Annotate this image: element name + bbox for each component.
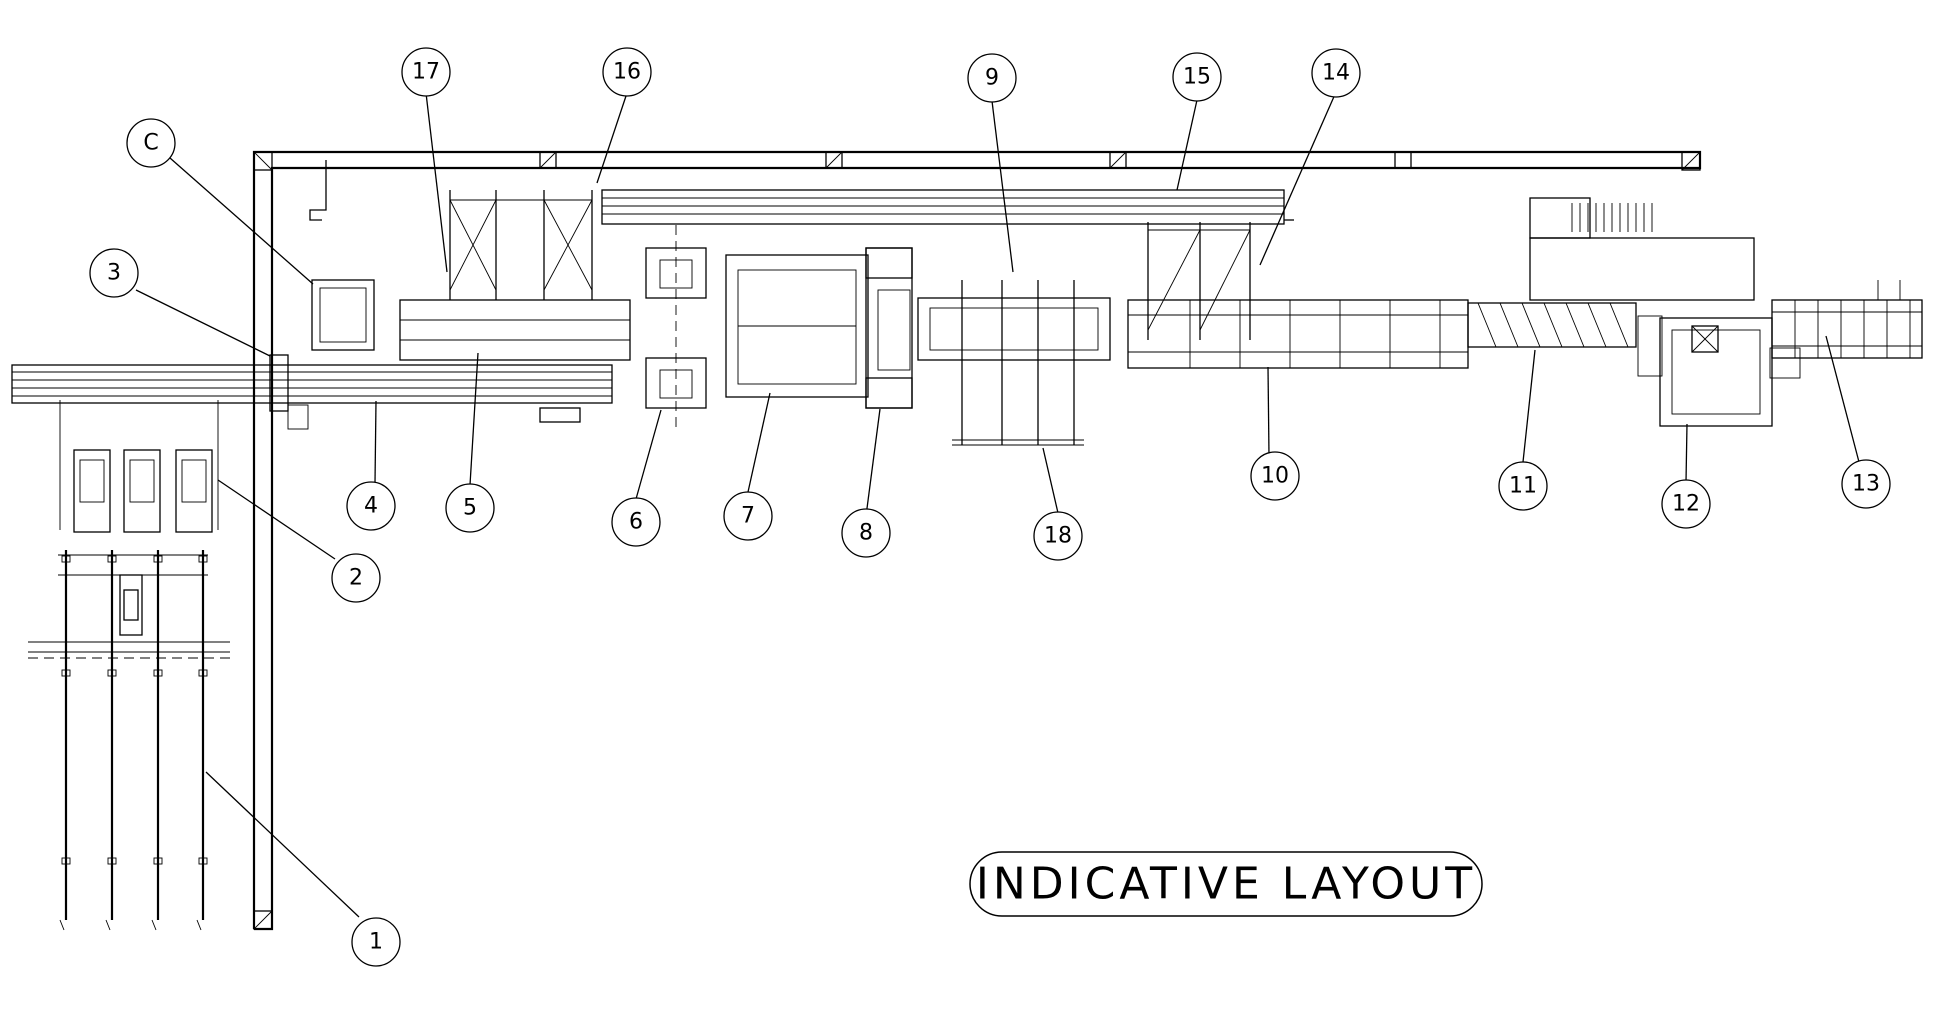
overhead-beam bbox=[601, 189, 1294, 225]
callout-11: 11 bbox=[1498, 461, 1548, 511]
callout-16: 16 bbox=[602, 47, 652, 97]
main-press bbox=[725, 247, 913, 409]
infeed-conveyor bbox=[11, 354, 613, 430]
callout-4-label: 4 bbox=[364, 494, 378, 519]
callout-leaders bbox=[135, 91, 1860, 918]
callout-2: 2 bbox=[331, 553, 381, 603]
callout-13: 13 bbox=[1841, 459, 1891, 509]
callout-6: 6 bbox=[611, 497, 661, 547]
callout-10: 10 bbox=[1250, 451, 1300, 501]
callout-3: 3 bbox=[89, 248, 139, 298]
callout-c-label: C bbox=[143, 131, 158, 156]
callout-16-label: 16 bbox=[613, 60, 641, 85]
callout-c: C bbox=[126, 118, 176, 168]
callout-8-label: 8 bbox=[859, 521, 873, 546]
callout-6-label: 6 bbox=[629, 510, 643, 535]
layout-title: INDICATIVE LAYOUT bbox=[976, 859, 1476, 910]
callout-4: 4 bbox=[346, 481, 396, 531]
callout-12-label: 12 bbox=[1672, 492, 1700, 517]
loader-station bbox=[311, 190, 631, 361]
callout-5-label: 5 bbox=[463, 496, 477, 521]
control-cabinet bbox=[1529, 197, 1755, 301]
callout-7: 7 bbox=[723, 491, 773, 541]
callout-17: 17 bbox=[401, 47, 451, 97]
callout-14: 14 bbox=[1311, 48, 1361, 98]
callout-1: 1 bbox=[351, 917, 401, 967]
callout-15: 15 bbox=[1172, 52, 1222, 102]
callout-18: 18 bbox=[1033, 511, 1083, 561]
outfeed-conveyor bbox=[1771, 280, 1923, 359]
gantry-frame bbox=[252, 150, 1702, 931]
callout-10-label: 10 bbox=[1261, 464, 1289, 489]
callout-5: 5 bbox=[445, 483, 495, 533]
callout-2-label: 2 bbox=[349, 566, 363, 591]
callout-17-label: 17 bbox=[412, 60, 440, 85]
callout-7-label: 7 bbox=[741, 504, 755, 529]
separator-unit bbox=[645, 225, 707, 430]
roller-conveyor bbox=[1467, 302, 1637, 348]
callout-18-label: 18 bbox=[1044, 524, 1072, 549]
cutting-station bbox=[1637, 315, 1801, 427]
callout-12: 12 bbox=[1661, 479, 1711, 529]
forming-head bbox=[917, 280, 1111, 446]
callout-9: 9 bbox=[967, 53, 1017, 103]
callout-8: 8 bbox=[841, 508, 891, 558]
callout-13-label: 13 bbox=[1852, 472, 1880, 497]
storage-rack bbox=[28, 400, 230, 931]
callout-11-label: 11 bbox=[1509, 474, 1537, 499]
drive-unit bbox=[865, 247, 913, 409]
callout-1-label: 1 bbox=[369, 930, 383, 955]
title-box: INDICATIVE LAYOUT bbox=[969, 851, 1483, 917]
callout-14-label: 14 bbox=[1322, 61, 1350, 86]
callout-15-label: 15 bbox=[1183, 65, 1211, 90]
callout-9-label: 9 bbox=[985, 66, 999, 91]
callout-3-label: 3 bbox=[107, 261, 121, 286]
main-conveyor bbox=[1127, 222, 1469, 369]
